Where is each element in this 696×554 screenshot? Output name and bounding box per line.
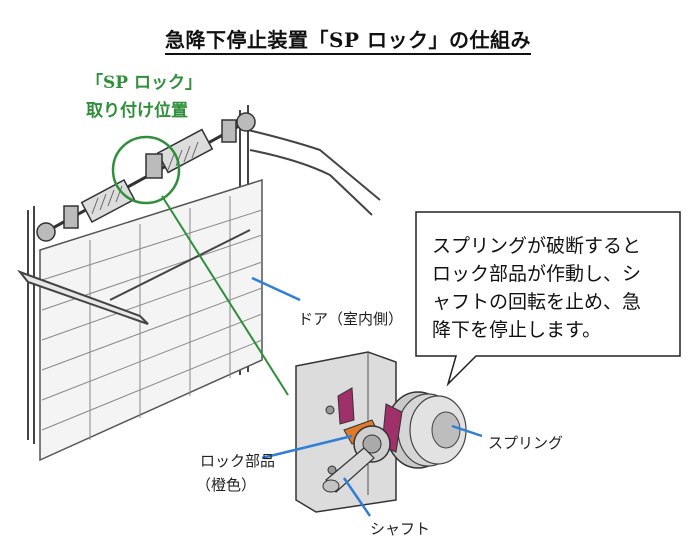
lock-part-color-label: （橙色） <box>196 476 257 494</box>
callout-line-1: スプリングが破断すると <box>432 235 642 257</box>
sp-lock-location-marker <box>111 135 289 396</box>
torsion-shaft <box>36 112 256 242</box>
door-brace <box>16 229 251 325</box>
callout-box <box>415 211 681 387</box>
lock-part-label: ロック部品 <box>200 452 276 470</box>
sp-lock-label-line2: 取り付け位置 <box>86 101 188 121</box>
shaft-label: シャフト <box>370 520 431 538</box>
sp-lock-mechanism <box>295 351 467 513</box>
spring-label: スプリング <box>488 434 564 452</box>
door-panel <box>39 178 263 462</box>
blue-leader-lines <box>251 276 483 517</box>
door-label: ドア（室内側） <box>298 310 404 328</box>
callout-text: スプリングが破断すると ロック部品が作動し、シ ャフトの回転を止め、急 降下を停… <box>432 232 672 344</box>
callout-line-2: ロック部品が作動し、シ <box>432 263 642 285</box>
callout-line-3: ャフトの回転を止め、急 <box>432 291 642 313</box>
callout-line-4: 降下を停止します。 <box>432 319 602 341</box>
sp-lock-label-line1: 「SP ロック」 <box>86 73 202 93</box>
page-title: 急降下停止装置「SP ロック」の仕組み <box>0 24 696 55</box>
